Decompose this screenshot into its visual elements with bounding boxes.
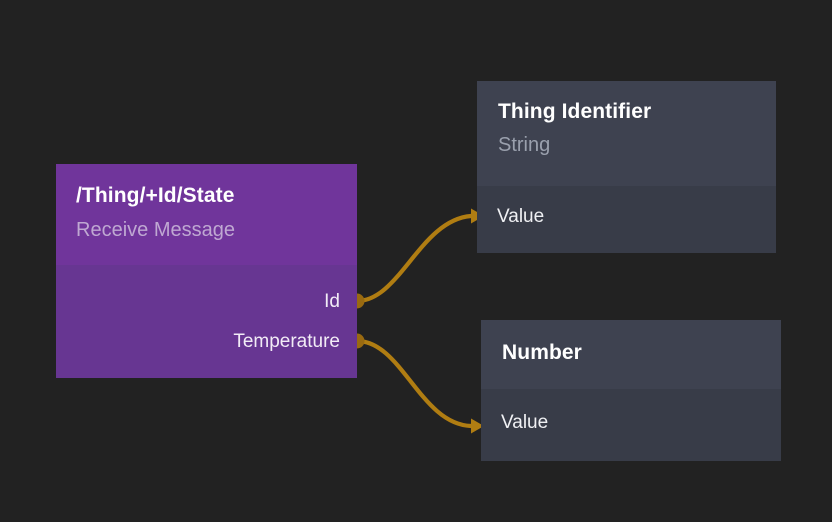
node-number[interactable]: Number Value [481,320,781,461]
node-receive-message[interactable]: /Thing/+Id/State Receive Message Id Temp… [56,164,357,378]
wire-path [354,213,474,304]
output-port-id[interactable]: Id [324,291,357,313]
node-title: Thing Identifier [498,100,652,123]
node-body: Value [477,186,776,253]
node-header[interactable]: Thing Identifier String [477,81,776,186]
node-title: Number [502,341,582,364]
node-body: Id Temperature [56,265,357,378]
input-port-value[interactable]: Value [481,411,548,435]
input-port-value[interactable]: Value [477,205,544,229]
output-port-temperature[interactable]: Temperature [233,331,357,353]
input-port-label: Value [497,206,545,227]
connection-id-to-thing-identifier-value[interactable] [349,208,485,309]
node-subtitle: Receive Message [76,219,235,241]
node-header[interactable]: /Thing/+Id/State Receive Message [56,164,357,265]
output-port-label: Id [324,291,340,312]
node-subtitle: String [498,134,551,156]
node-body: Value [481,389,781,461]
node-title: /Thing/+Id/State [76,184,235,207]
output-port-label: Temperature [233,331,340,352]
input-port-label: Value [501,412,549,433]
connection-temperature-to-number-value[interactable] [349,333,485,434]
node-thing-identifier[interactable]: Thing Identifier String Value [477,81,776,253]
wire-path [354,338,474,429]
node-header[interactable]: Number [481,320,781,389]
